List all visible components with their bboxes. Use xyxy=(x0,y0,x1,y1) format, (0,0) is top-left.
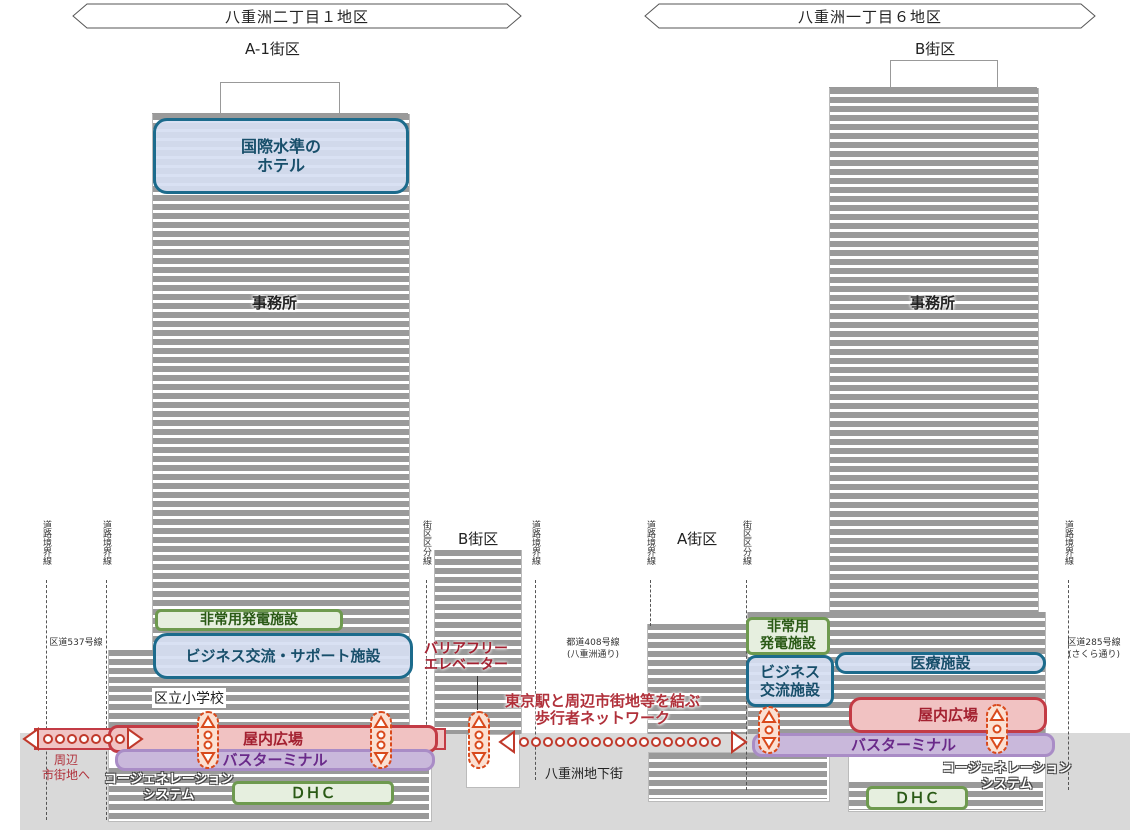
hotel-label: 国際水準の ホテル xyxy=(240,136,321,175)
business-support-label: ビジネス交流・サポート施設 xyxy=(185,647,381,665)
district-arrow-shape xyxy=(644,3,1096,29)
business-support-facility: ビジネス交流・サポート施設 xyxy=(153,633,413,679)
barrier-free-elevator-label: バリアフリー エレベーター xyxy=(424,641,508,674)
road-label-left: 区道537号線 xyxy=(49,638,103,648)
emergency-power-left-label: 非常用発電施設 xyxy=(200,611,298,628)
district-title-left: 八重洲二丁目１地区 xyxy=(224,7,369,26)
arrow-to-surrounding xyxy=(22,727,144,751)
block-label-right-a: A街区 xyxy=(677,530,718,548)
road-boundary-label: 道路境界線 xyxy=(41,520,51,565)
pedestrian-network-middle xyxy=(498,730,748,754)
dhc-right-label: ＤＨＣ xyxy=(894,789,940,807)
district-title-right: 八重洲一丁目６地区 xyxy=(797,7,942,26)
pedestrian-network-label: 東京駅と周辺市街地等を結ぶ 歩行者ネットワーク xyxy=(505,692,701,728)
indoor-plaza-right-label: 屋内広場 xyxy=(917,706,978,724)
building-right-a xyxy=(647,624,749,734)
boundary-line-7 xyxy=(1068,580,1069,790)
bus-terminal-left-label: バスターミナル xyxy=(222,751,328,769)
business-exchange-label: ビジネス 交流施設 xyxy=(759,663,820,699)
block-label-right-b: B街区 xyxy=(915,40,956,58)
bus-terminal-right: バスターミナル xyxy=(752,733,1055,757)
road-label-right: 区道285号線 (さくら通り) xyxy=(1067,638,1121,661)
dhc-right: ＤＨＣ xyxy=(866,786,968,810)
indoor-plaza-left-label: 屋内広場 xyxy=(242,730,303,748)
district-header-right: 八重洲一丁目６地区 xyxy=(644,3,1096,29)
roof-line-right xyxy=(829,87,1037,88)
elevator-leader-line xyxy=(477,676,478,710)
emergency-power-right: 非常用 発電施設 xyxy=(746,617,830,655)
road-boundary-label: 道路境界線 xyxy=(645,520,655,565)
vertical-circulation-marker xyxy=(370,711,392,769)
roof-line-left xyxy=(152,113,408,114)
business-exchange-facility: ビジネス 交流施設 xyxy=(746,655,834,707)
road-label-middle: 都道408号線 (八重洲通り) xyxy=(566,638,620,661)
bus-terminal-right-label: バスターミナル xyxy=(850,736,956,754)
vertical-circulation-marker xyxy=(758,706,780,754)
building-left-b xyxy=(434,550,522,734)
vertical-circulation-marker xyxy=(986,704,1008,754)
boundary-line-3 xyxy=(426,580,427,740)
boundary-line-1 xyxy=(46,580,47,820)
vertical-circulation-marker xyxy=(197,711,219,769)
school-label: 区立小学校 xyxy=(152,688,226,708)
block-label-a1: A-1街区 xyxy=(245,40,300,58)
road-boundary-label: 道路境界線 xyxy=(101,520,111,565)
rooftop-structure-right xyxy=(890,60,998,89)
boundary-line-2 xyxy=(106,580,107,820)
boundary-line-5 xyxy=(650,580,651,626)
vertical-circulation-marker xyxy=(468,711,490,769)
bus-terminal-left: バスターミナル xyxy=(115,749,435,771)
block-division-label: 街区区分線 xyxy=(421,520,431,565)
indoor-plaza-right: 屋内広場 xyxy=(849,697,1047,733)
block-label-left-b: B街区 xyxy=(458,530,499,548)
emergency-power-right-label: 非常用 発電施設 xyxy=(760,619,816,652)
office-label-right: 事務所 xyxy=(910,294,956,312)
basement-right-a-floors xyxy=(649,753,827,799)
boundary-line-4 xyxy=(535,580,536,780)
hotel-facility: 国際水準の ホテル xyxy=(153,118,409,194)
emergency-power-left: 非常用発電施設 xyxy=(155,609,343,631)
dhc-left: ＤＨＣ xyxy=(232,781,394,805)
road-boundary-label: 道路境界線 xyxy=(1063,520,1073,565)
cogeneration-left-label: コージェネレーション システム xyxy=(104,772,234,803)
underground-mall-label: 八重洲地下街 xyxy=(545,767,624,782)
cogeneration-right-label: コージェネレーション システム xyxy=(942,761,1072,792)
district-arrow-shape xyxy=(72,3,522,29)
to-surrounding-label: 周辺 市街地へ xyxy=(42,753,91,782)
dhc-left-label: ＤＨＣ xyxy=(290,784,336,802)
medical-facility: 医療施設 xyxy=(835,652,1046,674)
road-boundary-label: 道路境界線 xyxy=(530,520,540,565)
district-header-left: 八重洲二丁目１地区 xyxy=(72,3,522,29)
office-label-left: 事務所 xyxy=(252,294,298,312)
medical-label: 医療施設 xyxy=(910,654,971,672)
block-division-label: 街区区分線 xyxy=(741,520,751,565)
rooftop-structure-left xyxy=(220,82,340,115)
